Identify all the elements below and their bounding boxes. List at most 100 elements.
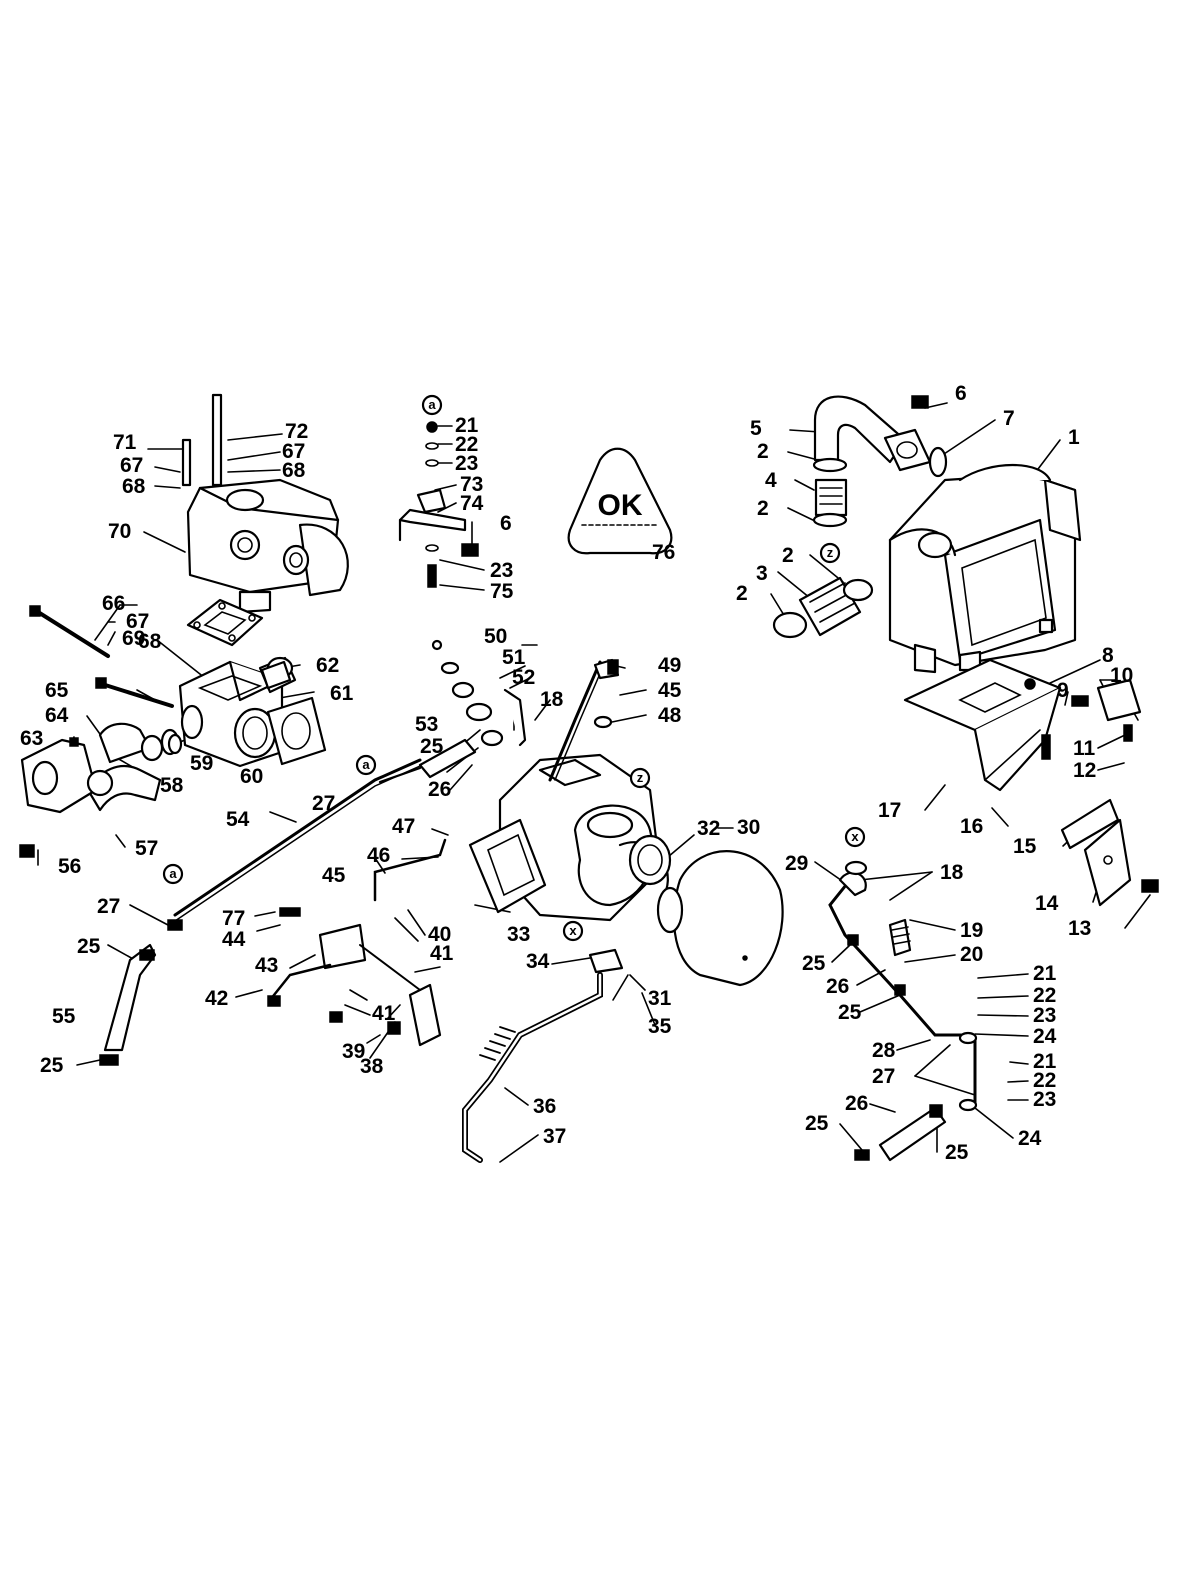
callouts: 71 72 67 67 68 68 70 69 66 67 68 62 61 6… (20, 382, 1133, 1164)
callout-60: 60 (240, 765, 263, 788)
callout-1: 1 (1068, 426, 1080, 449)
callout-70: 70 (108, 520, 131, 543)
callout-75: 75 (490, 580, 514, 603)
callout-23: 23 (490, 559, 513, 582)
upper-exhaust-housing (181, 393, 349, 614)
callout-55: 55 (52, 1005, 76, 1028)
support-brackets (1060, 678, 1159, 907)
callout-40: 40 (428, 923, 451, 946)
callout-50: 50 (484, 625, 507, 648)
callout-10: 10 (1110, 664, 1133, 687)
ref-mark-x: x (851, 829, 859, 844)
callout-45: 45 (322, 864, 346, 887)
callout-62: 62 (316, 654, 339, 677)
intercooler (888, 464, 1082, 674)
callout-25: 25 (77, 935, 101, 958)
callout-2: 2 (782, 544, 794, 567)
callout-21: 21 (1033, 962, 1057, 985)
callout-20: 20 (960, 943, 983, 966)
callout-68: 68 (282, 459, 306, 482)
callout-51: 51 (502, 646, 526, 669)
lower-left-hose (99, 919, 183, 1066)
ref-mark-a: a (362, 757, 370, 772)
callout-58: 58 (160, 774, 184, 797)
callout-56: 56 (58, 855, 81, 878)
callout-22: 22 (1033, 1069, 1056, 1092)
callout-22: 22 (1033, 984, 1056, 1007)
callout-64: 64 (45, 704, 69, 727)
small-fittings (19, 660, 292, 858)
callout-59: 59 (190, 752, 213, 775)
callout-77: 77 (222, 907, 245, 930)
callout-54: 54 (226, 808, 250, 831)
callout-25: 25 (945, 1141, 969, 1164)
oil-line (378, 639, 504, 784)
callout-11: 11 (1073, 737, 1096, 760)
callout-23: 23 (1033, 1088, 1056, 1111)
hose-4 (812, 457, 848, 528)
ref-mark-z: z (637, 770, 644, 785)
callout-15: 15 (1013, 835, 1037, 858)
callout-12: 12 (1073, 759, 1096, 782)
callout-26: 26 (428, 778, 451, 801)
callout-31: 31 (648, 987, 672, 1010)
callout-42: 42 (205, 987, 228, 1010)
callout-26: 26 (826, 975, 849, 998)
callout-66: 66 (102, 592, 125, 615)
air-filter (656, 850, 784, 987)
callout-2: 2 (736, 582, 748, 605)
callout-27: 27 (97, 895, 120, 918)
callout-76: 76 (652, 541, 675, 564)
callout-38: 38 (360, 1055, 384, 1078)
callout-33: 33 (507, 923, 530, 946)
callout-45: 45 (658, 679, 682, 702)
callout-30: 30 (737, 816, 760, 839)
callout-35: 35 (648, 1015, 672, 1038)
callout-49: 49 (658, 654, 681, 677)
callout-6: 6 (955, 382, 967, 405)
gasket (186, 598, 264, 647)
callout-27: 27 (312, 792, 335, 815)
callout-14: 14 (1035, 892, 1059, 915)
callout-25: 25 (838, 1001, 862, 1024)
callout-8: 8 (1102, 644, 1114, 667)
callout-73: 73 (460, 473, 483, 496)
callout-67: 67 (126, 610, 149, 633)
callout-48: 48 (658, 704, 682, 727)
callout-32: 32 (697, 817, 720, 840)
lower-bracket (267, 907, 442, 1047)
callout-21: 21 (455, 414, 479, 437)
callout-63: 63 (20, 727, 43, 750)
logo-text: OK (598, 489, 643, 522)
callout-72: 72 (285, 420, 308, 443)
callout-24: 24 (1018, 1127, 1042, 1150)
callout-5: 5 (750, 417, 762, 440)
callout-2: 2 (757, 497, 769, 520)
elbow-pipe (813, 395, 948, 478)
callout-69: 69 (122, 627, 145, 650)
callout-28: 28 (872, 1039, 896, 1062)
callout-53: 53 (415, 713, 438, 736)
callout-9: 9 (1057, 679, 1069, 702)
callout-74: 74 (460, 492, 484, 515)
callout-41: 41 (372, 1002, 396, 1025)
callout-68: 68 (138, 630, 162, 653)
callout-17: 17 (878, 799, 901, 822)
callout-71: 71 (113, 431, 137, 454)
callout-27: 27 (872, 1065, 895, 1088)
callout-21: 21 (1033, 1050, 1057, 1073)
callout-47: 47 (392, 815, 415, 838)
callout-19: 19 (960, 919, 983, 942)
callout-41: 41 (430, 942, 454, 965)
callout-25: 25 (420, 735, 444, 758)
callout-22: 22 (455, 433, 478, 456)
mount-bracket (398, 421, 479, 588)
callout-37: 37 (543, 1125, 566, 1148)
exhaust-elbow (20, 722, 180, 814)
callout-34: 34 (526, 950, 550, 973)
right-lower-piping (828, 860, 978, 1162)
callout-67: 67 (282, 440, 305, 463)
callout-24: 24 (1033, 1025, 1057, 1048)
callout-3: 3 (756, 562, 768, 585)
